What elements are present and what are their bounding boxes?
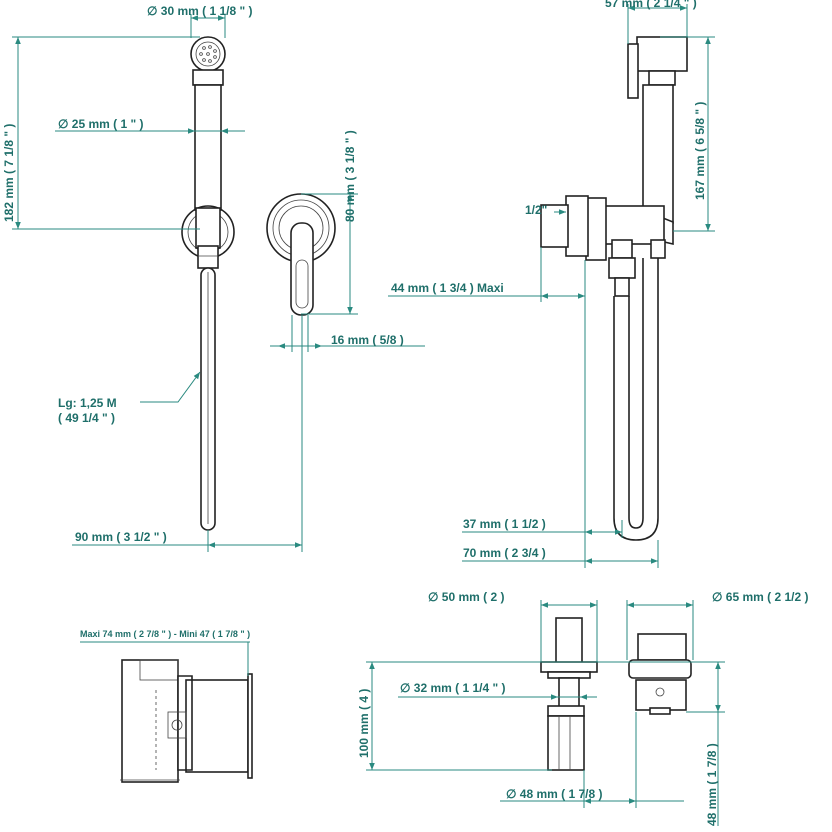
label-diameter-32: ∅ 32 mm ( 1 1/4 " ) [400, 681, 506, 695]
cartridge-side-view [540, 617, 598, 771]
label-diameter-48: ∅ 48 mm ( 1 7/8 ) [506, 787, 603, 801]
label-handle-diameter: ∅ 25 mm ( 1 " ) [58, 117, 144, 131]
side-view-assembly [540, 36, 688, 541]
dimension-labels: ∅ 30 mm ( 1 1/8 " ) 57 mm ( 2 1/4 " ) ∅ … [2, 0, 809, 826]
label-diameter-65: ∅ 65 mm ( 2 1/2 ) [712, 590, 809, 604]
label-width-70: 70 mm ( 2 3/4 ) [463, 546, 546, 560]
dimension-lines [12, 4, 725, 826]
label-maxi-mini: Maxi 74 mm ( 2 7/8 " ) - Mini 47 ( 1 7/8… [80, 629, 250, 639]
valve-body-section [120, 659, 253, 783]
label-height-167: 167 mm ( 6 5/8 " ) [693, 102, 707, 200]
label-hose-length: Lg: 1,25 M [58, 396, 117, 410]
label-width-44: 44 mm ( 1 3/4 ) Maxi [391, 281, 504, 295]
label-hose-length-inch: ( 49 1/4 " ) [58, 411, 115, 425]
label-width-90: 90 mm ( 3 1/2 " ) [75, 530, 167, 544]
outlet-side-view [628, 633, 692, 715]
label-height-100: 100 mm ( 4 ) [357, 689, 371, 758]
label-thread: 1/2" [525, 203, 547, 217]
label-height-48: 48 mm ( 1 7/8 ) [705, 743, 719, 826]
label-top-diameter: ∅ 30 mm ( 1 1/8 " ) [147, 4, 253, 18]
label-diameter-50: ∅ 50 mm ( 2 ) [428, 590, 504, 604]
hand-spray-front-view [181, 36, 235, 531]
label-height-182: 182 mm ( 7 1/8 " ) [2, 124, 16, 222]
label-width-16: 16 mm ( 5/8 ) [331, 333, 404, 347]
wall-holder-front-view [266, 193, 336, 316]
label-top-right-width: 57 mm ( 2 1/4 " ) [605, 0, 697, 10]
label-height-80: 80 mm ( 3 1/8 " ) [343, 130, 357, 222]
label-width-37: 37 mm ( 1 1/2 ) [463, 517, 546, 531]
